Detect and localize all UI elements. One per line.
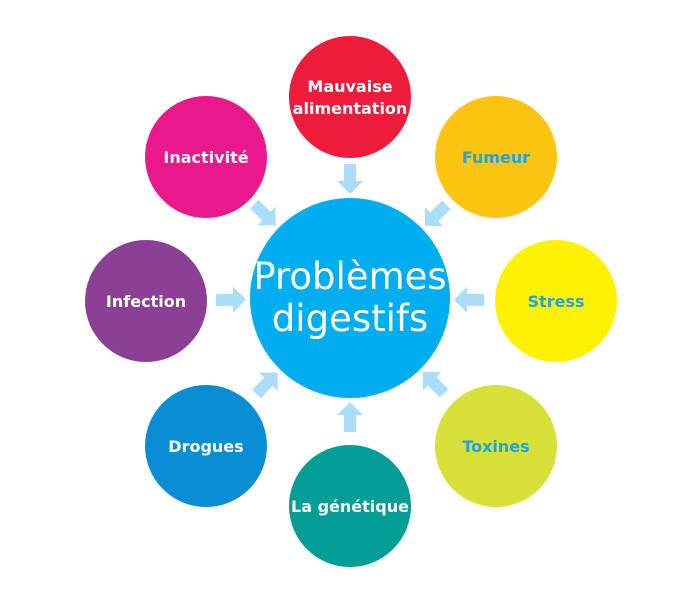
arrow-la-genetique — [337, 402, 363, 432]
cause-circle-inactivite — [145, 96, 267, 218]
cause-node-toxines: Toxines — [435, 385, 557, 507]
cause-node-stress: Stress — [495, 240, 617, 362]
cause-circle-la-genetique — [289, 445, 411, 567]
arrow-infection — [215, 286, 246, 313]
arrow-drogues — [252, 372, 278, 399]
cause-label-fumeur: Fumeur — [462, 148, 530, 167]
cause-label-la-genetique: La génétique — [291, 497, 409, 516]
center-label-line: digestifs — [272, 297, 428, 340]
cause-circle-toxines — [435, 385, 557, 507]
cause-circle-mauvaise-alimentation — [289, 36, 411, 158]
center-circle — [250, 198, 450, 398]
arrow-mauvaise-alimentation — [337, 164, 363, 194]
cause-label-line: Drogues — [168, 437, 243, 456]
cause-node-drogues: Drogues — [145, 385, 267, 507]
nodes-layer: Mauvaise alimentationFumeurStressToxinesL… — [85, 36, 617, 567]
cause-label-toxines: Toxines — [462, 437, 529, 456]
arrows-layer — [215, 164, 485, 432]
cause-node-infection: Infection — [85, 240, 207, 362]
cause-label-line: alimentation — [293, 99, 408, 118]
cause-label-stress: Stress — [528, 292, 585, 311]
cause-label-line: La génétique — [291, 497, 409, 516]
cause-circle-infection — [85, 240, 207, 362]
cause-node-fumeur: Fumeur — [435, 96, 557, 218]
cause-circle-fumeur — [435, 96, 557, 218]
cause-label-line: Infection — [106, 292, 186, 311]
cause-node-inactivite: Inactivité — [145, 96, 267, 218]
cause-node-la-genetique: La génétique — [289, 445, 411, 567]
cause-label-drogues: Drogues — [168, 437, 243, 456]
center-label-line: Problèmes — [253, 255, 446, 298]
cause-label-line: Inactivité — [163, 148, 248, 167]
cause-label-line: Fumeur — [462, 148, 530, 167]
arrow-fumeur — [424, 200, 451, 227]
cause-label-mauvaise-alimentation: Mauvaise alimentation — [293, 77, 408, 118]
cause-label-inactivite: Inactivité — [163, 148, 248, 167]
cause-circle-stress — [495, 240, 617, 362]
arrow-stress — [454, 286, 485, 313]
arrow-toxines — [422, 372, 449, 398]
cause-circle-drogues — [145, 385, 267, 507]
cause-label-line: Toxines — [462, 437, 529, 456]
cause-node-mauvaise-alimentation: Mauvaise alimentation — [289, 36, 411, 158]
arrow-inactivite — [250, 199, 276, 226]
cause-label-infection: Infection — [106, 292, 186, 311]
cause-label-line: Stress — [528, 292, 585, 311]
cause-label-line: Mauvaise — [307, 77, 392, 96]
